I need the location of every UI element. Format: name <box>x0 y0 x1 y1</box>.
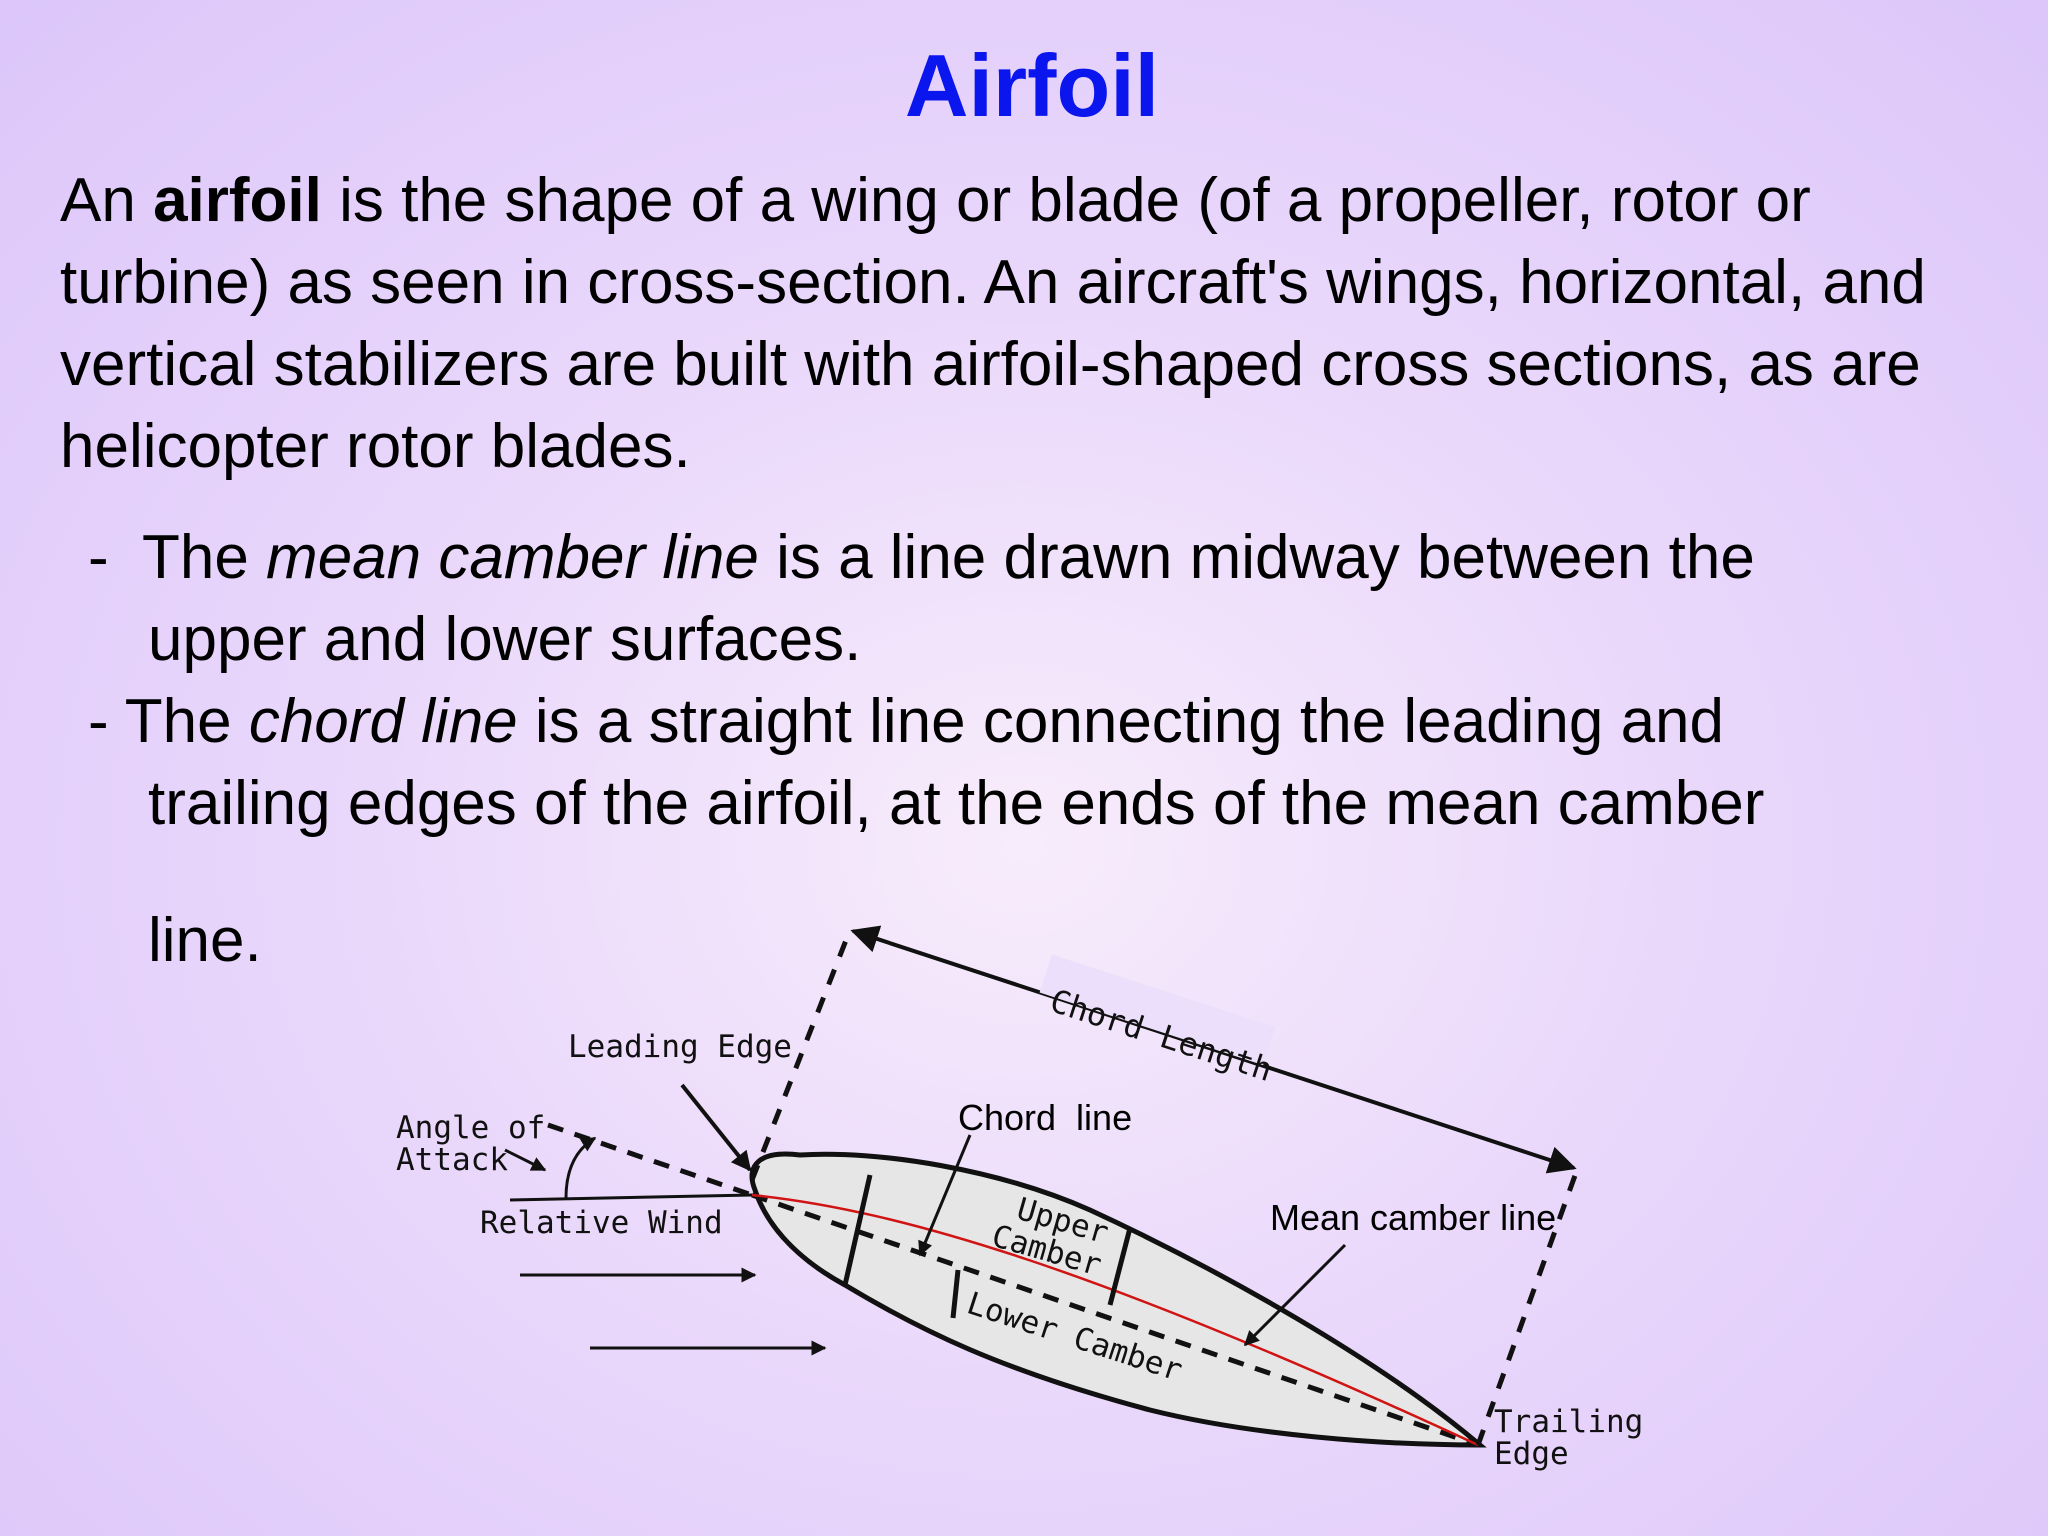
bullet-term: chord line <box>248 687 518 756</box>
chord-length-ext-right <box>1475 1169 1580 1446</box>
bullet-chord-line: - The chord line is a straight line conn… <box>88 681 2028 982</box>
trailing-edge-label: Edge <box>1494 1436 1569 1472</box>
bullet-lead: The <box>124 687 249 756</box>
bullet-continuation-last: line. <box>148 906 262 975</box>
chord-line-label: Chord line <box>958 1097 1132 1138</box>
chord-length-arrow <box>850 925 1577 1174</box>
leading-edge-label: Leading Edge <box>568 1029 792 1065</box>
chord-length-label-bg <box>1039 954 1276 1066</box>
intro-paragraph: An airfoil is the shape of a wing or bla… <box>60 160 2020 488</box>
bullet-dash: - <box>88 687 125 756</box>
bullet-continuation: trailing edges of the airfoil, at the en… <box>148 769 1765 838</box>
angle-of-attack-label: Attack <box>396 1142 508 1178</box>
bullet-text: is a straight line connecting the leadin… <box>517 687 1725 756</box>
angle-pointer <box>504 1148 547 1172</box>
chord-line-pointer <box>918 1134 972 1257</box>
relative-wind-line <box>509 1193 753 1202</box>
chord-line <box>751 1192 1479 1448</box>
bullet-continuation: upper and lower surfaces. <box>148 605 862 674</box>
bullet-dash: - <box>88 523 142 592</box>
upper-camber-marker <box>1107 1227 1133 1306</box>
bullet-lead: The <box>141 523 267 592</box>
relative-wind-label: Relative Wind <box>480 1205 723 1241</box>
bullet-term: mean camber line <box>266 523 759 592</box>
chord-length-ext-left <box>749 929 853 1181</box>
trailing-edge-label: Trailing <box>1494 1404 1643 1440</box>
angle-of-attack-label: Angle of <box>396 1110 545 1146</box>
angle-of-attack-line <box>547 1122 753 1198</box>
leading-edge-pointer <box>680 1083 752 1172</box>
mean-camber-pointer <box>1243 1243 1347 1347</box>
mean-camber-line-label: Mean camber line <box>1270 1197 1556 1238</box>
angle-arc <box>564 1136 597 1199</box>
intro-prefix: An <box>60 166 154 235</box>
bullet-text: is a line drawn midway between the <box>758 523 1755 592</box>
lower-camber-marker <box>950 1269 961 1319</box>
mean-camber-line <box>751 1193 1479 1447</box>
bullet-mean-camber: - The mean camber line is a line drawn m… <box>88 517 2028 681</box>
intro-text: is the shape of a wing or blade (of a pr… <box>60 166 1926 481</box>
thickness-marker <box>842 1174 873 1286</box>
intro-term: airfoil <box>153 166 322 235</box>
slide-title: Airfoil <box>904 36 1160 135</box>
